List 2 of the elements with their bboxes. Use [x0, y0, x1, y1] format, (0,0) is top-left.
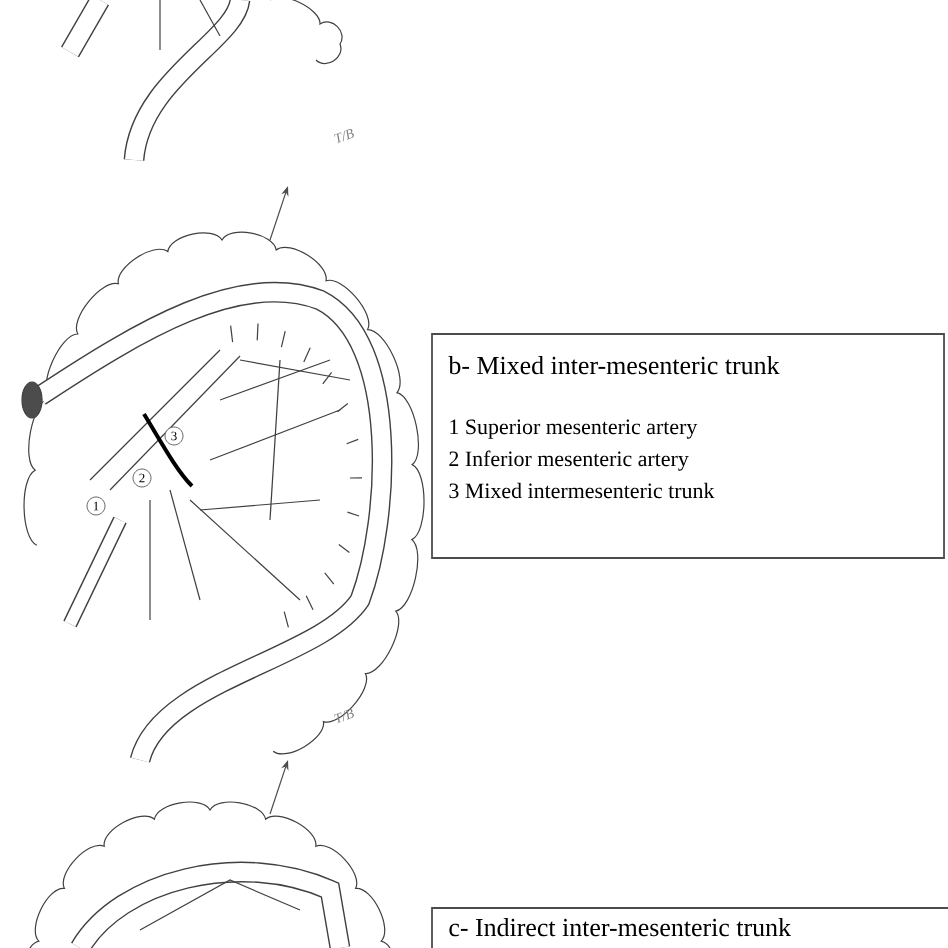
legend-box: c- Indirect inter-mesenteric trunk [431, 907, 948, 948]
legend-box: b- Mixed inter-mesenteric trunk 1 Superior mesenteric artery 2 Inferior mesenteric artery 3 Mixed intermesenteric trunk [431, 333, 945, 559]
